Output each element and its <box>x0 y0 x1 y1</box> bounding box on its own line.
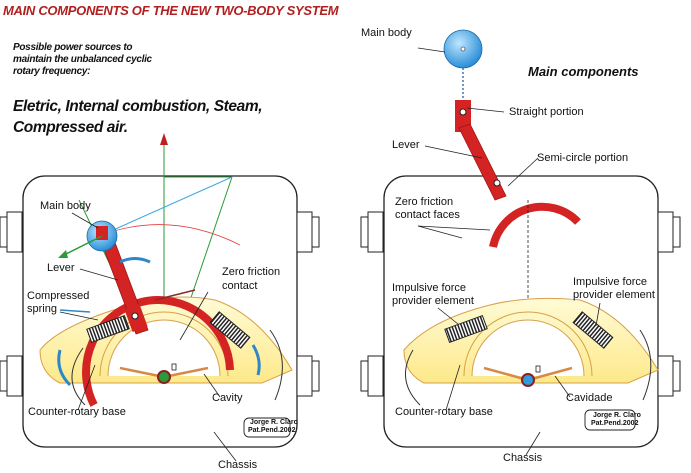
right-label-straight-portion: Straight portion <box>509 106 584 118</box>
right-signature-name: Jorge R. Claro <box>593 412 641 419</box>
power-sources-line-2: Compressed air. <box>13 119 128 136</box>
left-label-chassis: Chassis <box>218 459 258 471</box>
power-note-line-1: Possible power sources to <box>13 42 133 53</box>
right-springs <box>444 311 614 349</box>
left-springs <box>86 311 251 349</box>
left-signature-name: Jorge R. Claro <box>250 419 298 426</box>
left-lever <box>95 223 149 335</box>
left-label-main-body: Main body <box>40 200 91 212</box>
right-label-impulsive-left-1: Impulsive force <box>392 282 466 294</box>
left-label-cavity: Cavity <box>212 392 243 404</box>
left-label-zero-friction: Zero friction <box>222 266 281 278</box>
right-label-contact-faces: contact faces <box>395 209 460 221</box>
right-label-zero-friction: Zero friction <box>395 196 454 208</box>
right-main-body <box>443 29 483 100</box>
right-heading: Main components <box>528 64 639 79</box>
right-label-impulsive-left-2: provider element <box>392 295 474 307</box>
right-label-impulsive-right-2: provider element <box>573 289 655 301</box>
left-chassis <box>0 175 320 448</box>
right-label-semi-circle-portion: Semi-circle portion <box>537 152 629 164</box>
right-label-impulsive-right-1: Impulsive force <box>573 276 647 288</box>
left-signature-box <box>243 417 291 438</box>
power-note-line-3: rotary frequency: <box>13 66 91 77</box>
right-signature-box <box>584 409 636 431</box>
left-motion-arrows <box>57 257 261 387</box>
left-signature-pat: Pat.Pend.2002 <box>248 427 296 434</box>
page-title: MAIN COMPONENTS OF THE NEW TWO-BODY SYST… <box>3 3 339 18</box>
left-leaders <box>59 212 237 462</box>
right-lever <box>455 100 507 201</box>
left-label-contact: contact <box>222 280 258 292</box>
left-label-spring: spring <box>27 303 57 315</box>
right-label-main-body: Main body <box>361 27 412 39</box>
right-label-chassis: Chassis <box>503 452 543 464</box>
left-counter-rotary-base <box>39 296 293 384</box>
power-sources-line-1: Eletric, Internal combustion, Steam, <box>13 98 263 115</box>
left-label-counter-rotary-base: Counter-rotary base <box>28 406 126 418</box>
right-counter-rotary-base <box>403 297 659 406</box>
left-semicircle <box>71 296 283 407</box>
right-leaders <box>417 47 601 456</box>
right-center-pivot <box>521 365 541 387</box>
right-label-lever: Lever <box>392 139 420 151</box>
left-label-compressed: Compressed <box>27 290 90 302</box>
right-chassis <box>360 175 681 448</box>
power-note-line-2: maintain the unbalanced cyclic <box>13 54 152 65</box>
right-label-cavidade: Cavidade <box>566 392 613 404</box>
left-main-body <box>58 220 118 258</box>
right-label-counter-rotary-base: Counter-rotary base <box>395 406 493 418</box>
right-signature-pat: Pat.Pend.2002 <box>591 420 639 427</box>
left-label-lever: Lever <box>47 262 75 274</box>
left-center-pivot <box>157 363 177 384</box>
